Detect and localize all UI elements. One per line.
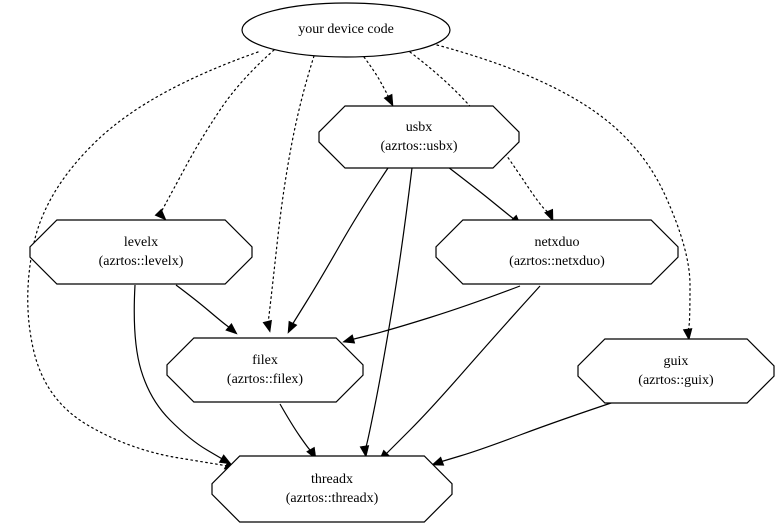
edge-line-solid [279, 403, 313, 453]
edge-device-to-usbx [363, 56, 394, 107]
node-label-primary: usbx [406, 120, 432, 135]
node-device[interactable]: your device code [241, 2, 451, 58]
edge-filex-to-threadx [279, 403, 317, 460]
edge-device-to-guix [436, 44, 693, 341]
edge-line-dotted [267, 55, 315, 325]
edge-arrowhead [287, 320, 298, 334]
edge-line-solid [447, 166, 516, 221]
node-label-primary: netxduo [534, 235, 579, 250]
node-shape-octagon [211, 455, 453, 523]
edge-arrowhead [225, 322, 238, 335]
edge-line-solid [291, 167, 389, 326]
node-label-primary: levelx [124, 235, 158, 250]
edge-usbx-to-filex [287, 167, 389, 334]
node-label-primary: filex [252, 353, 278, 368]
edge-arrowhead [544, 208, 554, 222]
edge-levelx-to-threadx [133, 284, 232, 465]
node-label-namespace: (azrtos::filex) [227, 372, 304, 387]
edge-arrowhead [682, 328, 693, 341]
node-layer: your device codeusbx(azrtos::usbx)levelx… [29, 2, 775, 523]
node-shape-octagon [166, 337, 364, 403]
node-netxduo[interactable]: netxduo(azrtos::netxduo) [435, 219, 679, 285]
edge-line-solid [364, 167, 413, 451]
node-shape-ellipse [241, 2, 451, 58]
edge-line-dotted [436, 44, 691, 333]
edge-arrowhead [383, 93, 394, 107]
node-filex[interactable]: filex(azrtos::filex) [166, 337, 364, 403]
edge-device-to-levelx [154, 49, 275, 221]
node-label-namespace: (azrtos::threadx) [286, 491, 379, 506]
edge-line-solid [133, 284, 225, 461]
edge-line-solid [349, 285, 521, 341]
edge-netxduo-to-filex [342, 285, 521, 344]
node-label-namespace: (azrtos::netxduo) [509, 254, 605, 269]
edge-line-dotted [27, 51, 259, 467]
node-label-primary: guix [664, 354, 689, 369]
edge-line-dotted [363, 56, 390, 99]
node-label-namespace: (azrtos::usbx) [381, 139, 458, 154]
edge-arrowhead [218, 454, 232, 465]
node-label-primary: threadx [311, 472, 353, 487]
edge-line-solid [175, 284, 231, 329]
edge-arrowhead [431, 456, 445, 466]
node-usbx[interactable]: usbx(azrtos::usbx) [318, 105, 520, 169]
node-guix[interactable]: guix(azrtos::guix) [577, 338, 775, 404]
edge-levelx-to-filex [175, 284, 238, 335]
node-shape-octagon [577, 338, 775, 404]
node-levelx[interactable]: levelx(azrtos::levelx) [29, 219, 253, 285]
node-label-primary: your device code [298, 22, 394, 37]
node-shape-octagon [29, 219, 253, 285]
edge-device-to-filex [262, 55, 315, 333]
edge-guix-to-threadx [431, 399, 621, 466]
edge-line-solid [383, 285, 541, 457]
edge-arrowhead [359, 445, 370, 458]
edge-arrowhead [262, 319, 272, 333]
edge-usbx-to-netxduo [447, 166, 522, 227]
edge-usbx-to-threadx [359, 167, 413, 458]
edge-line-dotted [159, 49, 275, 215]
node-shape-octagon [318, 105, 520, 169]
edge-arrowhead [342, 334, 356, 344]
edge-arrowhead [154, 208, 167, 221]
node-label-namespace: (azrtos::guix) [638, 373, 714, 388]
edge-line-solid [439, 399, 621, 463]
node-shape-octagon [435, 219, 679, 285]
node-threadx[interactable]: threadx(azrtos::threadx) [211, 455, 453, 523]
edge-netxduo-to-threadx [378, 285, 541, 462]
node-label-namespace: (azrtos::levelx) [99, 254, 184, 269]
